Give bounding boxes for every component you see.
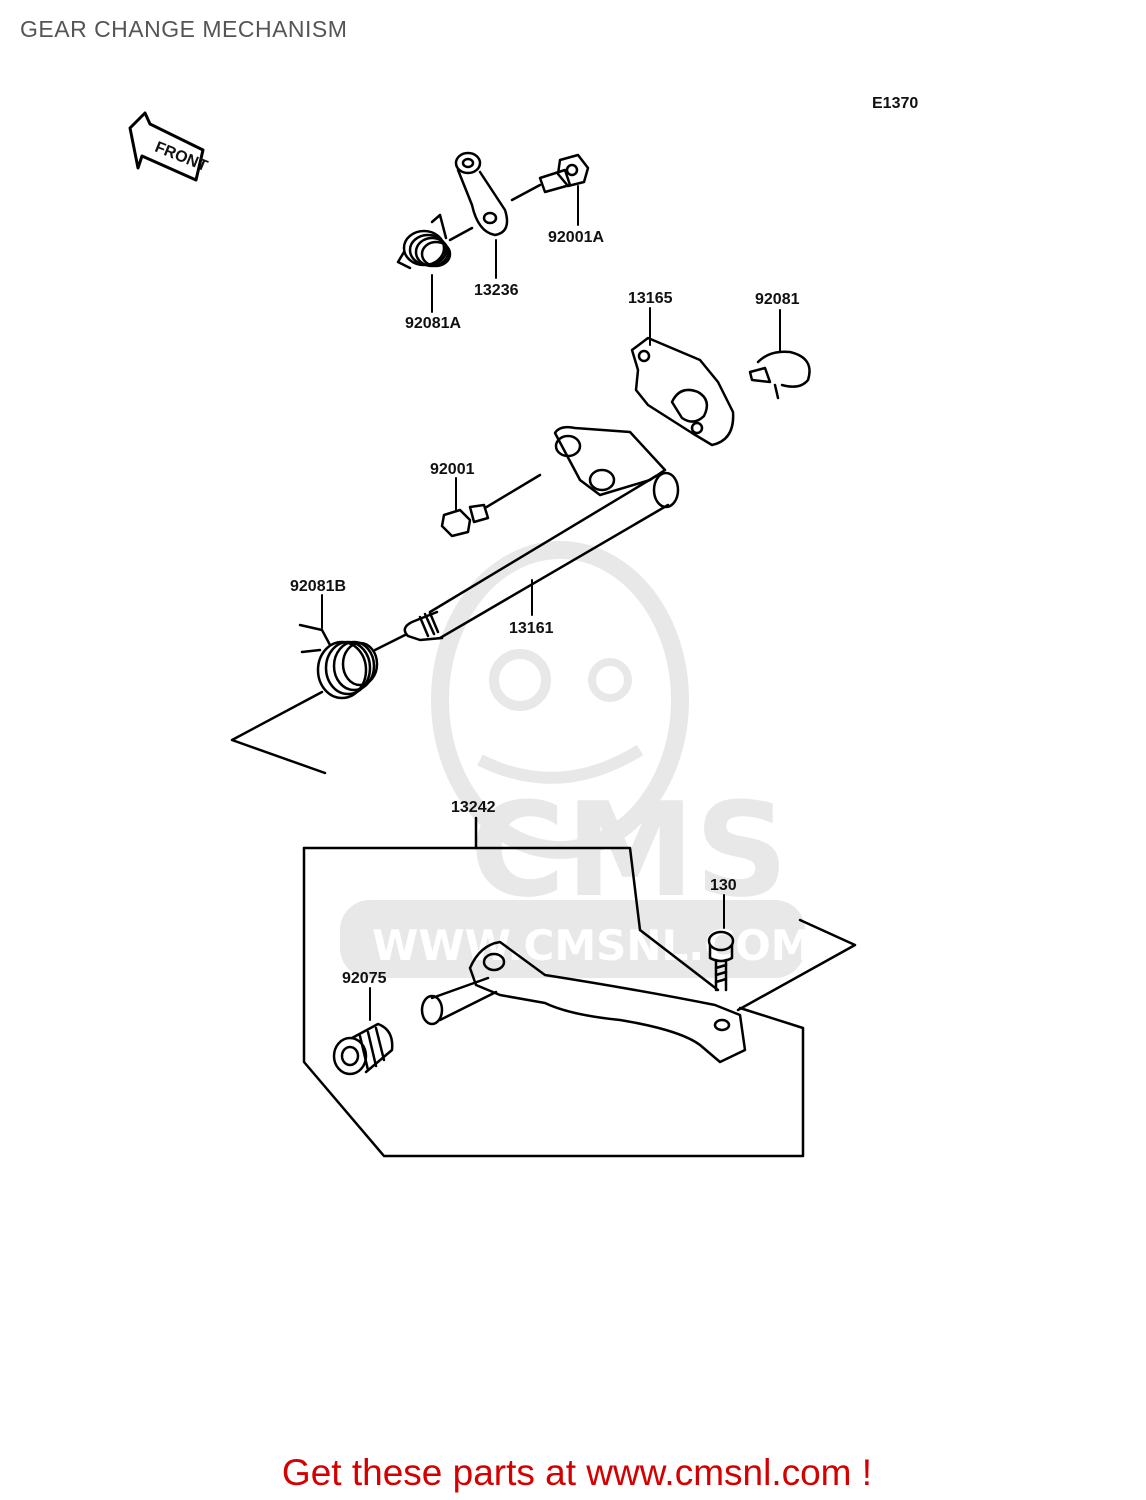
part-label: 92081 xyxy=(755,291,800,308)
part-label: 92081A xyxy=(405,315,461,332)
part-labels: E1370 FRONT 92001A 13236 92081A 13165 92… xyxy=(152,95,918,987)
part-label: 92001 xyxy=(430,461,475,478)
part-13165-plate xyxy=(630,336,735,447)
part-13242-lever xyxy=(420,940,747,1064)
part-92075-rubber xyxy=(332,1022,394,1076)
watermark-url: WWW.CMSNL.COM xyxy=(372,921,813,970)
part-label: 92001A xyxy=(548,229,604,246)
part-label: 13161 xyxy=(509,620,554,637)
part-label: 130 xyxy=(710,877,737,894)
parts-diagram: CMS WWW.CMSNL.COM xyxy=(128,95,918,1158)
front-label: FRONT xyxy=(152,139,210,175)
part-92001-bolt xyxy=(440,473,542,538)
part-130-bolt xyxy=(707,930,735,992)
part-13236-arm xyxy=(454,151,509,237)
watermark: CMS WWW.CMSNL.COM xyxy=(340,541,813,978)
part-label: 92075 xyxy=(342,970,387,987)
page-title: GEAR CHANGE MECHANISM xyxy=(20,16,348,42)
part-92081a-spring xyxy=(396,213,474,270)
part-label: 13236 xyxy=(474,282,519,299)
part-92001a-bolt xyxy=(510,153,590,202)
footer-text[interactable]: Get these parts at www.cmsnl.com ! xyxy=(281,1452,873,1493)
leader-lines xyxy=(321,185,781,1021)
front-arrow-icon xyxy=(128,111,205,182)
part-label: 13165 xyxy=(628,290,673,307)
diagram-code: E1370 xyxy=(872,95,918,112)
part-label: 92081B xyxy=(290,578,346,595)
footer-link[interactable]: Get these parts at www.cmsnl.com ! xyxy=(0,1452,1146,1494)
part-13161-shaft xyxy=(403,425,680,642)
part-label: 13242 xyxy=(451,799,496,816)
assembly-bracket xyxy=(302,816,857,1158)
part-92081b-spring xyxy=(230,623,407,775)
part-92081-clip xyxy=(748,350,811,400)
